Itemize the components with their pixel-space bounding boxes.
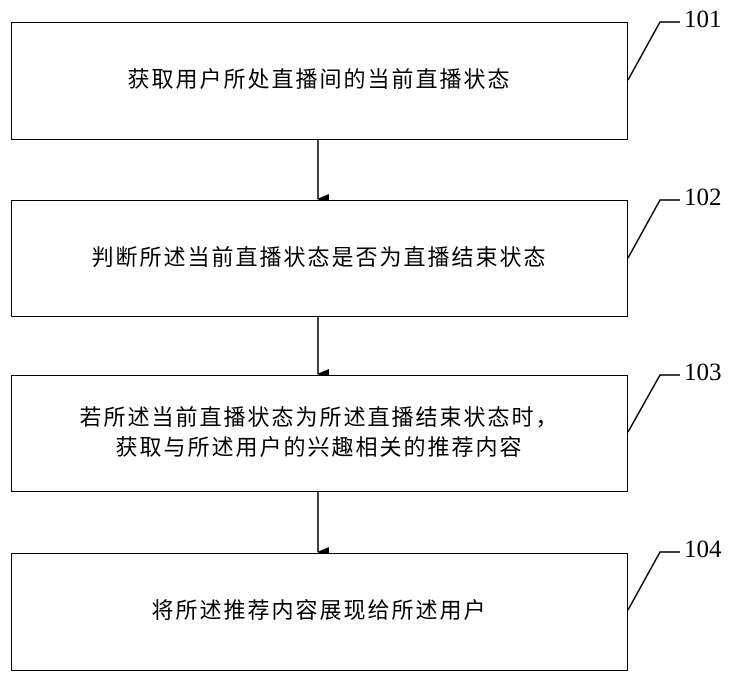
step-label-102: 102 <box>684 184 722 212</box>
step-text-102: 判断所述当前直播状态是否为直播结束状态 <box>91 244 547 274</box>
step-label-104: 104 <box>684 536 722 564</box>
step-text-103: 若所述当前直播状态为所述直播结束状态时， 获取与所述用户的兴趣相关的推荐内容 <box>79 404 559 464</box>
step-text-101: 获取用户所处直播间的当前直播状态 <box>127 66 511 96</box>
step-box-102: 判断所述当前直播状态是否为直播结束状态 <box>11 200 628 317</box>
leader-line-101 <box>628 22 680 80</box>
step-box-101: 获取用户所处直播间的当前直播状态 <box>11 22 628 140</box>
step-box-103: 若所述当前直播状态为所述直播结束状态时， 获取与所述用户的兴趣相关的推荐内容 <box>11 375 628 492</box>
step-label-101: 101 <box>684 6 722 34</box>
leader-line-102 <box>628 200 680 258</box>
step-box-104: 将所述推荐内容展现给所述用户 <box>11 553 628 671</box>
step-text-104: 将所述推荐内容展现给所述用户 <box>151 597 487 627</box>
leader-line-103 <box>628 375 680 432</box>
step-label-103: 103 <box>684 359 722 387</box>
leader-line-104 <box>628 552 680 610</box>
